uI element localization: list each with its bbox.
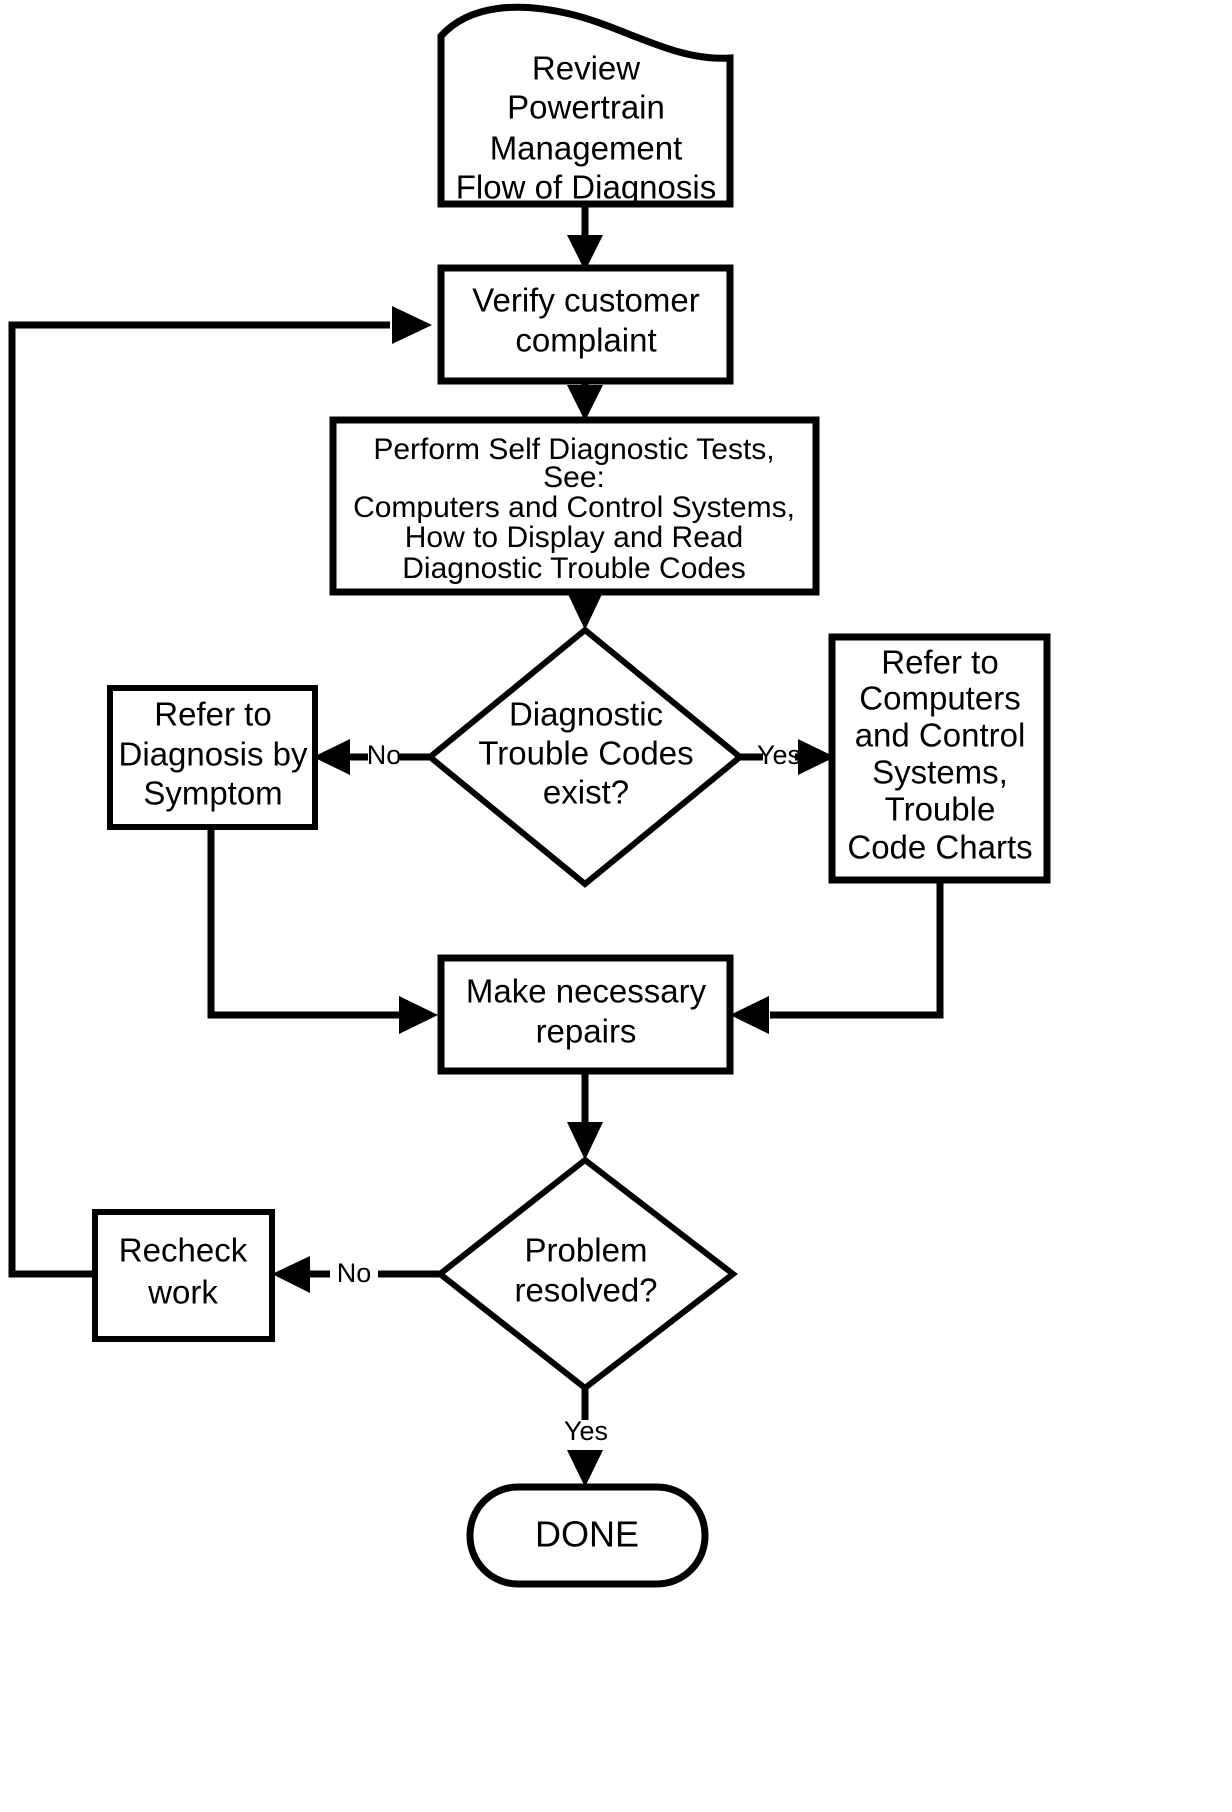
node-verify-line-0: Verify customer: [472, 282, 699, 319]
node-refersymptom-line-0: Refer to: [154, 696, 271, 733]
node-make-repairs[interactable]: Make necessary repairs: [437, 954, 734, 1075]
edge-resolved-yes-to-done: [567, 1388, 603, 1487]
node-verify-line-1: complaint: [515, 322, 656, 359]
edge-label-resolved-yes: Yes: [564, 1416, 608, 1446]
arrowhead-icon: [567, 1450, 603, 1487]
arrowhead-icon: [399, 996, 438, 1034]
node-refer-trouble-code-charts[interactable]: Refer to Computers and Control Systems, …: [828, 633, 1051, 884]
node-review-line-1: Powertrain: [507, 89, 665, 126]
node-selftest-line-1: See:: [543, 461, 605, 494]
edge-resolved-no-to-recheck: [272, 1256, 440, 1293]
node-done-terminator[interactable]: DONE: [466, 1483, 709, 1588]
node-recheck-line-1: work: [147, 1274, 218, 1311]
node-self-diagnostic-tests[interactable]: Perform Self Diagnostic Tests, See: Comp…: [329, 416, 820, 596]
node-review-line-3: Flow of Diagnosis: [456, 169, 716, 206]
node-dtc-line-1: Trouble Codes: [478, 735, 693, 772]
node-refercharts-line-4: Trouble: [885, 791, 996, 828]
node-selftest-line-3: How to Display and Read: [405, 521, 744, 554]
edge-refersymptom-to-repairs: [207, 827, 438, 1034]
node-refersymptom-line-2: Symptom: [143, 775, 282, 812]
node-refercharts-line-1: Computers: [859, 680, 1020, 717]
node-refercharts-line-0: Refer to: [881, 644, 998, 681]
node-review-line-0: Review: [532, 50, 640, 87]
node-resolved-line-1: resolved?: [514, 1272, 657, 1309]
arrowhead-icon: [392, 306, 432, 344]
node-dtc-decision[interactable]: Diagnostic Trouble Codes exist?: [425, 626, 745, 888]
node-resolved-decision[interactable]: Problem resolved?: [435, 1156, 738, 1392]
edge-label-dtc-no: No: [367, 740, 402, 770]
node-resolved-line-0: Problem: [525, 1232, 648, 1269]
edge-review-to-verify: [567, 207, 603, 271]
node-recheck-line-0: Recheck: [119, 1232, 248, 1269]
node-repairs-line-1: repairs: [536, 1013, 637, 1050]
node-selftest-line-2: Computers and Control Systems,: [353, 491, 795, 524]
node-refersymptom-line-1: Diagnosis by: [119, 736, 308, 773]
edge-dtc-no-to-refersymptom: [313, 739, 430, 775]
arrowhead-icon: [567, 592, 603, 630]
arrowhead-icon: [567, 385, 603, 421]
arrowhead-icon: [313, 739, 350, 775]
node-review-line-2: Management: [490, 130, 683, 167]
edge-label-dtc-yes: Yes: [757, 740, 801, 770]
node-refercharts-line-2: and Control: [855, 717, 1026, 754]
edge-recheck-to-verify-loop: [8, 306, 432, 1278]
node-selftest-line-4: Diagnostic Trouble Codes: [402, 552, 746, 585]
edge-selftest-to-dtcdecision: [567, 592, 603, 630]
arrowhead-icon: [567, 235, 603, 271]
node-review-powertrain[interactable]: Review Powertrain Management Flow of Dia…: [437, 3, 734, 208]
node-dtc-line-2: exist?: [543, 774, 629, 811]
arrowhead-icon: [567, 1122, 603, 1160]
node-repairs-line-0: Make necessary: [466, 973, 707, 1010]
arrowhead-icon: [272, 1256, 310, 1293]
node-refer-diagnosis-symptom[interactable]: Refer to Diagnosis by Symptom: [107, 685, 318, 830]
node-refercharts-line-3: Systems,: [872, 754, 1008, 791]
node-refercharts-line-5: Code Charts: [847, 829, 1032, 866]
node-recheck-work[interactable]: Recheck work: [92, 1209, 275, 1342]
edge-verify-to-selftest: [567, 381, 603, 421]
node-dtc-line-0: Diagnostic: [509, 696, 663, 733]
edge-repairs-to-resolveddecision: [567, 1071, 603, 1160]
arrowhead-icon: [730, 996, 769, 1034]
edge-refercharts-to-repairs: [730, 880, 944, 1034]
node-selftest-line-0: Perform Self Diagnostic Tests,: [373, 433, 774, 466]
node-done-label: DONE: [535, 1514, 639, 1555]
arrowhead-icon: [798, 739, 835, 775]
edge-label-resolved-no: No: [337, 1258, 372, 1288]
node-verify-complaint[interactable]: Verify customer complaint: [437, 264, 734, 385]
